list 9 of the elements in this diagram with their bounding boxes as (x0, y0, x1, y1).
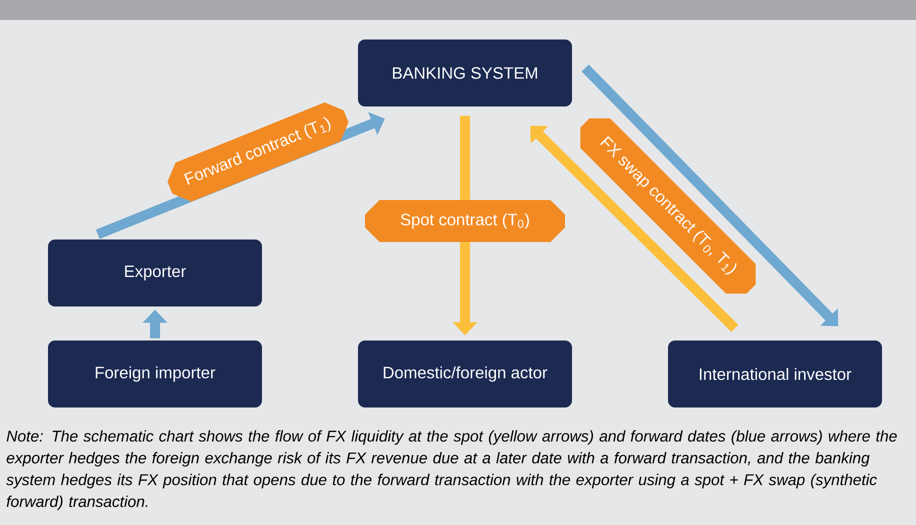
entity-box: BANKING SYSTEM (358, 40, 572, 106)
entity-box: Exporter (48, 240, 262, 306)
contract-label: Spot contract (T$_{0}$) (365, 200, 565, 242)
arrow (530, 126, 738, 332)
note-text: Note: The schematic chart shows the flow of FX liquidity at the spot (yellow arrows) and forward dates (blue arrows) where the exporter hedges the foreign exchange risk of its FX revenue due at a later date with a forward transaction, and the banking system hedges its FX position that opens due to the forward transaction with the exporter using a spot + FX swap (synthetic forward) transaction. (6, 430, 897, 510)
entity-box: International investor (668, 340, 882, 408)
arrow (582, 64, 838, 326)
entity-box: Foreign importer (48, 340, 262, 408)
entity-box: Domestic/foreign actor (358, 340, 572, 408)
